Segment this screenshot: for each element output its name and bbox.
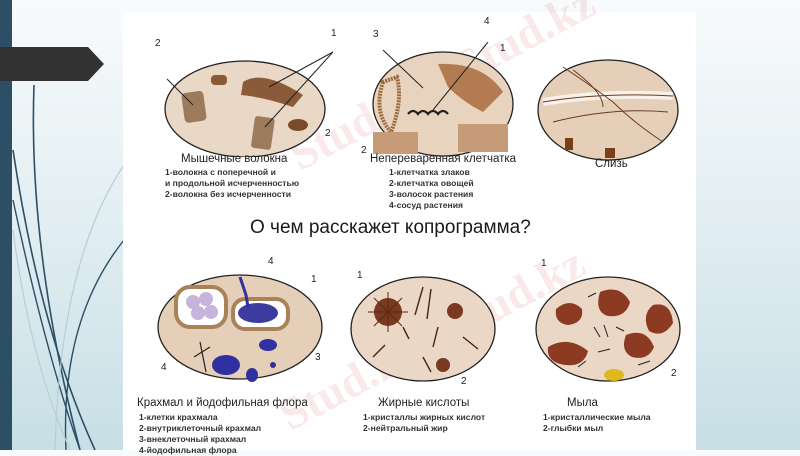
legend-line: 4-сосуд растения	[389, 200, 464, 210]
panel-title-mucus: Слизь	[595, 158, 628, 170]
panel-title-fatty-acids: Жирные кислоты	[378, 397, 470, 409]
panel-title-undigested-fiber: Непереваренная клетчатка	[370, 153, 517, 165]
starch-iodophilic-flora-image	[157, 274, 323, 382]
legend-line: 2-клетчатка овощей	[389, 178, 474, 188]
legend-line: 1-кристаллы жирных кислот	[363, 412, 486, 422]
legend-line: 2-внутриклеточный крахмал	[139, 423, 262, 433]
legend-line: 1-клетки крахмала	[139, 412, 218, 422]
label-number: 1	[500, 43, 506, 54]
legend-starch: 1-клетки крахмала 2-внутриклеточный крах…	[139, 412, 261, 456]
mucus-image	[537, 59, 679, 161]
label-number: 4	[484, 16, 490, 27]
soaps-image	[535, 276, 681, 382]
label-number: 1	[357, 270, 363, 281]
legend-line: 2-волокна без исчерченности	[165, 189, 292, 199]
legend-line: 1-волокна с поперечной и	[165, 167, 276, 177]
muscle-fibers-image	[164, 51, 333, 157]
undigested-fiber-image	[372, 42, 514, 157]
legend-line: 2-нейтральный жир	[363, 423, 448, 433]
legend-fatty-acids: 1-кристаллы жирных кислот 2-нейтральный …	[363, 412, 485, 434]
label-number: 4	[268, 256, 274, 267]
decorative-curves	[12, 84, 125, 450]
label-number: 3	[373, 29, 379, 40]
left-accent-stripe	[0, 0, 12, 450]
label-number: 1	[541, 258, 547, 269]
legend-line: 2-глыбки мыл	[543, 423, 604, 433]
label-number: 1	[331, 28, 337, 39]
slide-title: О чем расскажет копрограмма?	[250, 217, 531, 238]
legend-line: и продольной исчерченностью	[165, 178, 300, 188]
legend-line: 1-кристаллические мыла	[543, 412, 651, 422]
legend-line: 4-йодофильная флора	[139, 445, 237, 455]
label-number: 2	[325, 128, 331, 139]
title-banner-arrow	[0, 47, 104, 81]
panel-title-starch: Крахмал и йодофильная флора	[137, 397, 308, 409]
panel-title-soaps: Мыла	[567, 397, 598, 409]
legend-line: 3-внеклеточный крахмал	[139, 434, 247, 444]
legend-soaps: 1-кристаллические мыла 2-глыбки мыл	[543, 412, 651, 434]
fatty-acids-image	[350, 276, 496, 382]
label-number: 2	[461, 376, 467, 387]
label-number: 2	[361, 145, 367, 156]
label-number: 2	[155, 38, 161, 49]
label-number: 2	[671, 368, 677, 379]
legend-line: 1-клетчатка злаков	[389, 167, 470, 177]
label-number: 3	[315, 352, 321, 363]
label-number: 1	[311, 274, 317, 285]
panel-title-muscle-fibers: Мышечные волокна	[181, 153, 288, 165]
legend-undigested-fiber: 1-клетчатка злаков 2-клетчатка овощей 3-…	[389, 167, 474, 211]
legend-muscle-fibers: 1-волокна с поперечной и и продольной ис…	[165, 167, 299, 200]
image-panel: Stud.kz - Stud.kz Stud.kz - Stud.kz 2 1 …	[123, 0, 696, 455]
label-number: 4	[161, 362, 167, 373]
legend-line: 3-волосок растения	[389, 189, 474, 199]
